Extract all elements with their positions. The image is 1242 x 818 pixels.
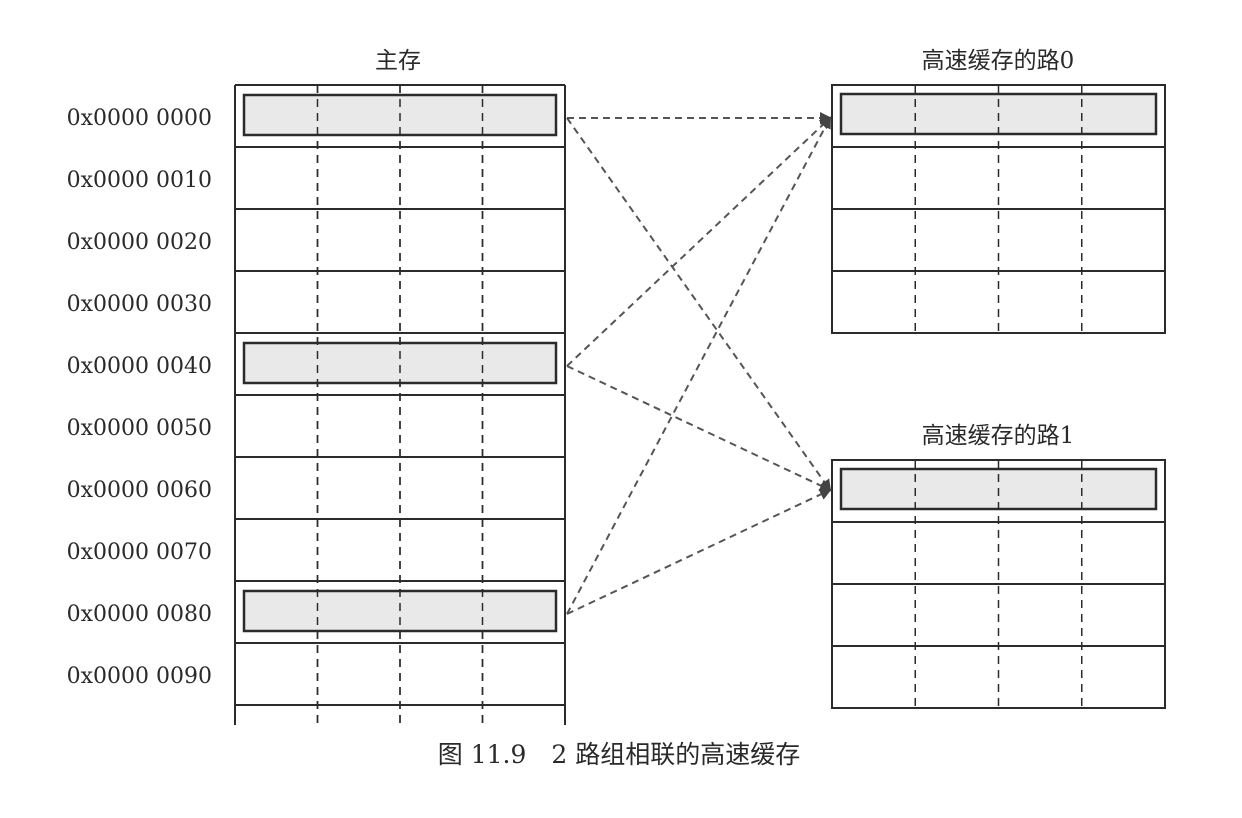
address-label: 0x0000 0070 bbox=[67, 540, 212, 565]
cache-way0-block bbox=[831, 84, 1166, 334]
main-memory-block: 0x0000 0000 0x0000 0010 0x0000 0020 0x0000 … bbox=[67, 84, 566, 725]
mapping-arrow bbox=[566, 116, 832, 367]
mapping-arrow bbox=[566, 488, 832, 615]
address-label: 0x0000 0050 bbox=[67, 416, 212, 441]
cache-way1-title: 高速缓存的路1 bbox=[922, 423, 1075, 449]
cache-way1-block bbox=[831, 459, 1166, 709]
mapping-arrows bbox=[566, 112, 832, 615]
address-label: 0x0000 0010 bbox=[67, 168, 212, 193]
mapping-arrow bbox=[566, 117, 832, 492]
address-label: 0x0000 0020 bbox=[67, 230, 212, 255]
figure-caption: 图 11.9 2 路组相联的高速缓存 bbox=[438, 740, 800, 769]
address-label: 0x0000 0030 bbox=[67, 292, 212, 317]
cache-way0-title: 高速缓存的路0 bbox=[922, 48, 1075, 74]
address-label: 0x0000 0060 bbox=[67, 478, 212, 503]
address-label: 0x0000 0040 bbox=[67, 354, 212, 379]
main-memory-highlighted-line bbox=[242, 341, 558, 385]
mapping-arrow bbox=[566, 116, 831, 615]
address-label: 0x0000 0000 bbox=[67, 106, 212, 131]
main-memory-title: 主存 bbox=[375, 48, 421, 74]
address-label: 0x0000 0080 bbox=[67, 602, 212, 627]
address-label: 0x0000 0090 bbox=[67, 664, 212, 689]
mapping-arrow bbox=[566, 365, 832, 492]
